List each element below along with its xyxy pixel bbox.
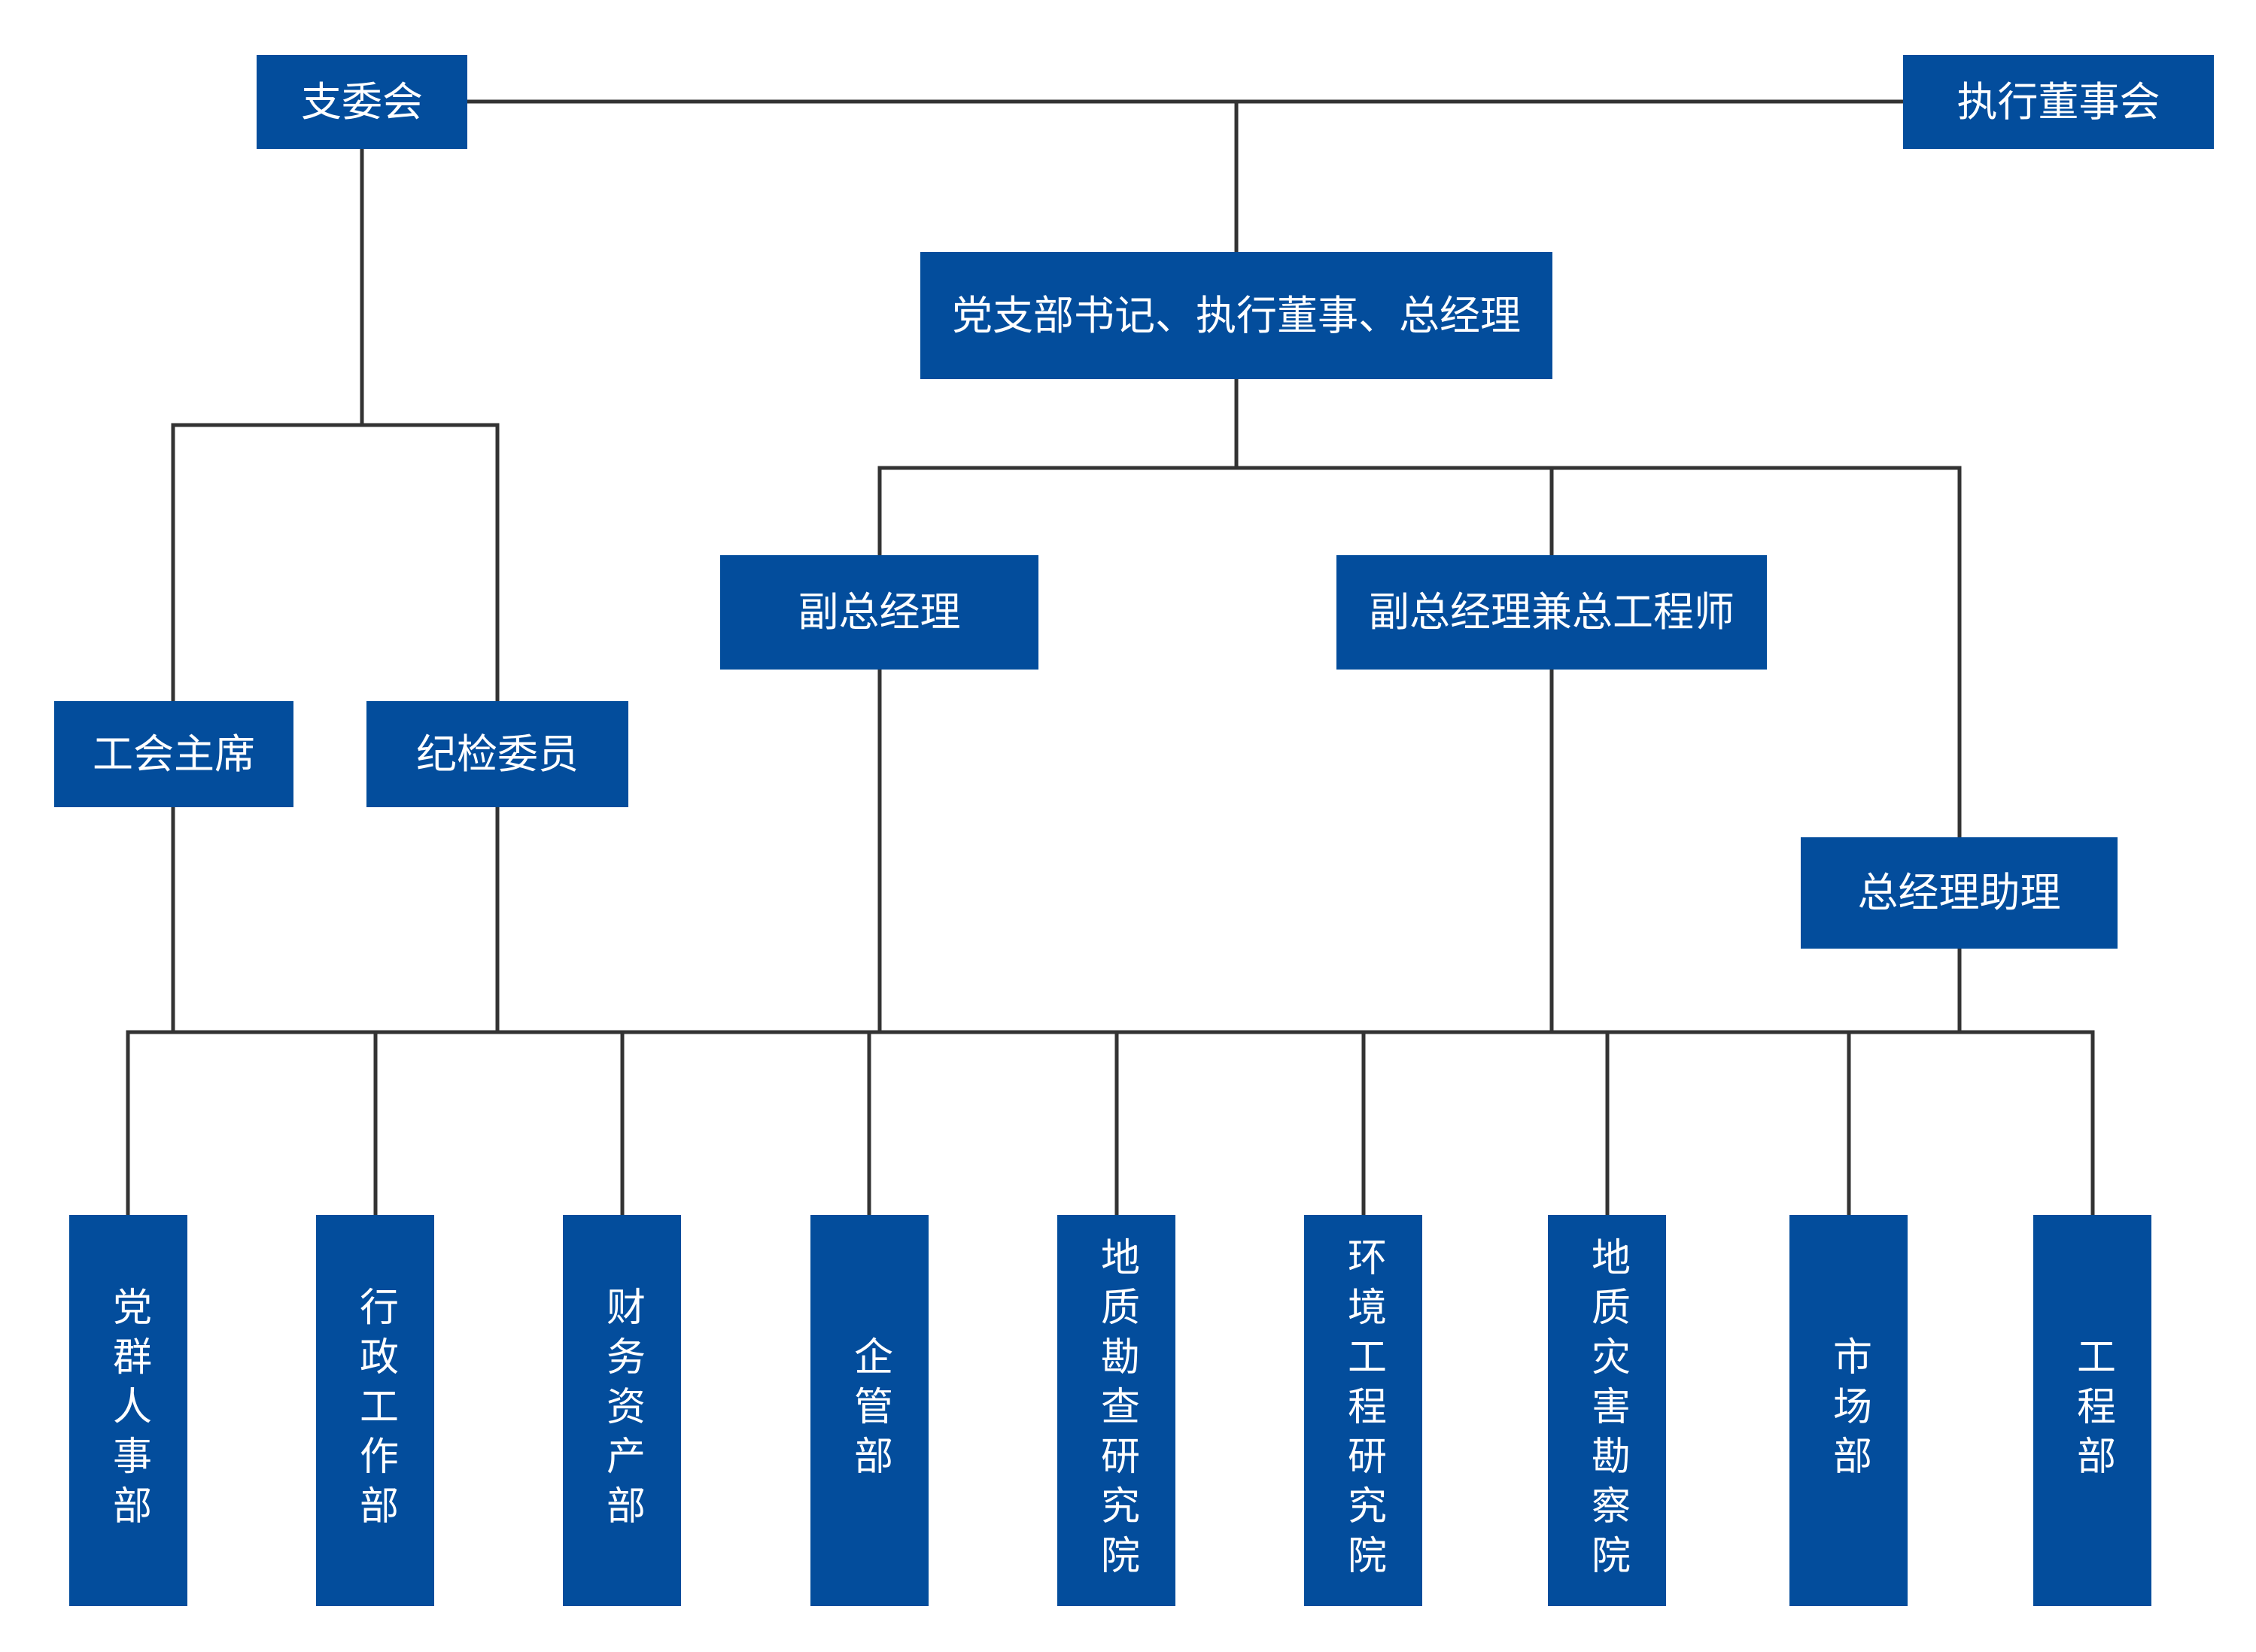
dept-party-hr: 党群人事部	[69, 1215, 187, 1606]
dept-finance-assets: 财务资产部	[563, 1215, 681, 1606]
node-gm-assistant: 总经理助理	[1801, 837, 2118, 949]
dept-engineering-label: 工程部	[2069, 1336, 2115, 1485]
node-executive-board: 执行董事会	[1903, 55, 2214, 149]
dept-environmental-engineering-institute: 环境工程研究院	[1304, 1215, 1422, 1606]
dept-administration-label: 行政工作部	[352, 1286, 398, 1535]
node-deputy-gm: 副总经理	[720, 555, 1038, 670]
dept-geohazard-survey-institute: 地质灾害勘察院	[1548, 1215, 1666, 1606]
node-discipline-member: 纪检委员	[366, 701, 628, 807]
dept-marketing-label: 市场部	[1826, 1336, 1871, 1485]
node-deputy-gm-chief-engineer: 副总经理兼总工程师	[1336, 555, 1767, 670]
dept-finance-assets-label: 财务资产部	[599, 1286, 645, 1535]
node-branch-committee: 支委会	[257, 55, 467, 149]
dept-marketing: 市场部	[1789, 1215, 1908, 1606]
dept-geological-survey-institute-label: 地质勘查研究院	[1093, 1237, 1139, 1584]
dept-administration: 行政工作部	[316, 1215, 434, 1606]
dept-environmental-engineering-institute-label: 环境工程研究院	[1340, 1237, 1386, 1584]
dept-enterprise-management: 企管部	[810, 1215, 929, 1606]
dept-enterprise-management-label: 企管部	[847, 1336, 892, 1485]
dept-party-hr-label: 党群人事部	[105, 1286, 151, 1535]
node-union-chair: 工会主席	[54, 701, 293, 807]
node-secretary-gm: 党支部书记、执行董事、总经理	[920, 252, 1552, 379]
dept-engineering: 工程部	[2033, 1215, 2151, 1606]
dept-geological-survey-institute: 地质勘查研究院	[1057, 1215, 1175, 1606]
dept-geohazard-survey-institute-label: 地质灾害勘察院	[1584, 1237, 1630, 1584]
